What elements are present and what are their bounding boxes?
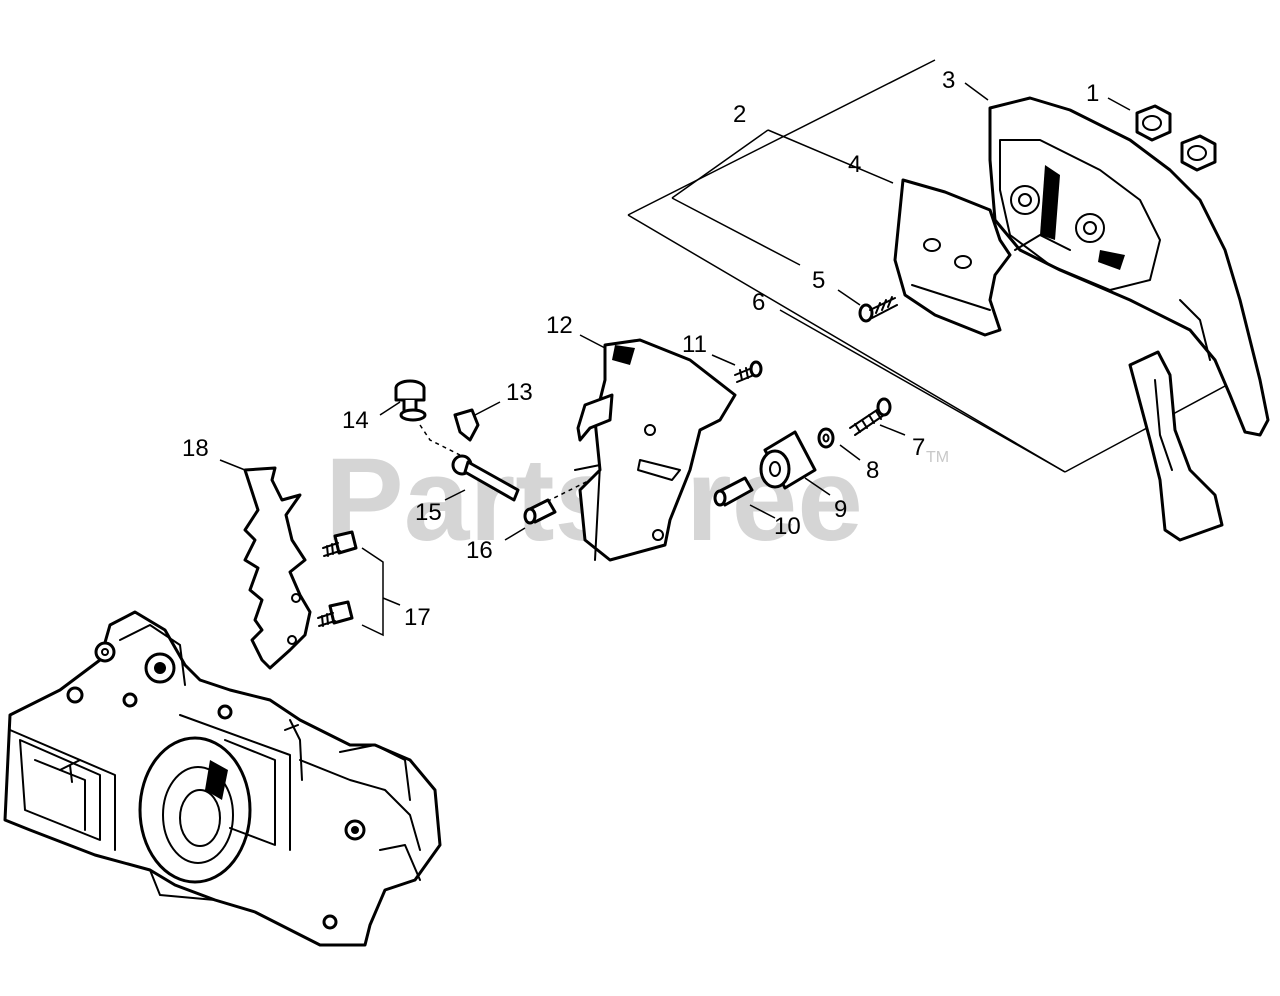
callout-15: 15	[415, 499, 442, 526]
crankcase-housing	[3, 610, 442, 947]
cover-outline	[988, 96, 1270, 437]
leader-8	[839, 444, 861, 461]
leader-10	[749, 504, 776, 519]
crank-bore-inner	[162, 766, 234, 864]
callout-12: 12	[546, 312, 573, 339]
part-3-cover-grip	[1128, 350, 1224, 542]
leader-lines	[219, 59, 1241, 637]
part-17-bolts	[317, 530, 358, 627]
part-7-bolt	[849, 397, 892, 436]
part-11-screw	[734, 360, 763, 383]
callout-11: 11	[682, 331, 707, 358]
leader-7	[879, 424, 906, 436]
part-13-clip	[453, 408, 480, 442]
callout-8: 8	[866, 457, 879, 484]
callout-5: 5	[812, 267, 825, 294]
part-1-bar-nuts	[1135, 104, 1217, 172]
callout-18: 18	[182, 435, 209, 462]
part-4-inner-plate	[893, 178, 1012, 337]
nut-upper	[1135, 104, 1172, 142]
leader-9	[804, 477, 831, 496]
part-12-guide-plate	[574, 338, 737, 562]
part-10-pin	[713, 476, 754, 507]
callout-14: 14	[342, 407, 369, 434]
leader-15	[444, 489, 466, 501]
part-18-bumper-spike	[243, 466, 312, 670]
callout-13: 13	[506, 379, 533, 406]
leader-18	[219, 459, 246, 471]
callout-3: 3	[942, 67, 955, 94]
callout-17: 17	[404, 604, 431, 631]
leader-13	[474, 401, 501, 416]
callout-9: 9	[834, 496, 847, 523]
part-16-pin	[523, 498, 557, 525]
leader-4	[767, 129, 894, 184]
leader-1	[1107, 97, 1131, 111]
callout-labels: 1 2 3 4 5 6 7 8 9 10 11 12 13 14 15 16 1…	[182, 67, 1099, 631]
leader-16	[504, 527, 526, 541]
leader-2	[671, 129, 769, 199]
leader-5a	[671, 197, 801, 266]
callout-7: 7	[912, 434, 925, 461]
alignment-dash-16-12	[539, 454, 641, 506]
leader-14	[379, 401, 401, 416]
part-15-adjusting-screw	[451, 454, 520, 502]
callout-2: 2	[733, 101, 746, 128]
part-14-knob	[394, 379, 427, 422]
leader-17	[361, 547, 401, 637]
callout-10: 10	[774, 513, 801, 540]
nut-lower	[1180, 134, 1217, 172]
leader-12	[579, 334, 606, 349]
alignment-dash-14-15	[419, 424, 461, 456]
leader-5	[837, 289, 861, 306]
leader-6	[779, 309, 1066, 473]
part-3-sprocket-cover	[988, 96, 1270, 437]
callout-4: 4	[848, 151, 861, 178]
part-9-spacer	[759, 430, 817, 490]
leader-3	[964, 82, 989, 101]
callout-1: 1	[1086, 80, 1099, 107]
watermark-trademark: TM	[926, 449, 949, 466]
callout-16: 16	[466, 537, 493, 564]
leader-11	[711, 354, 736, 366]
callout-6: 6	[752, 289, 765, 316]
part-8-washer	[817, 427, 835, 449]
part-5-screw	[858, 296, 898, 323]
